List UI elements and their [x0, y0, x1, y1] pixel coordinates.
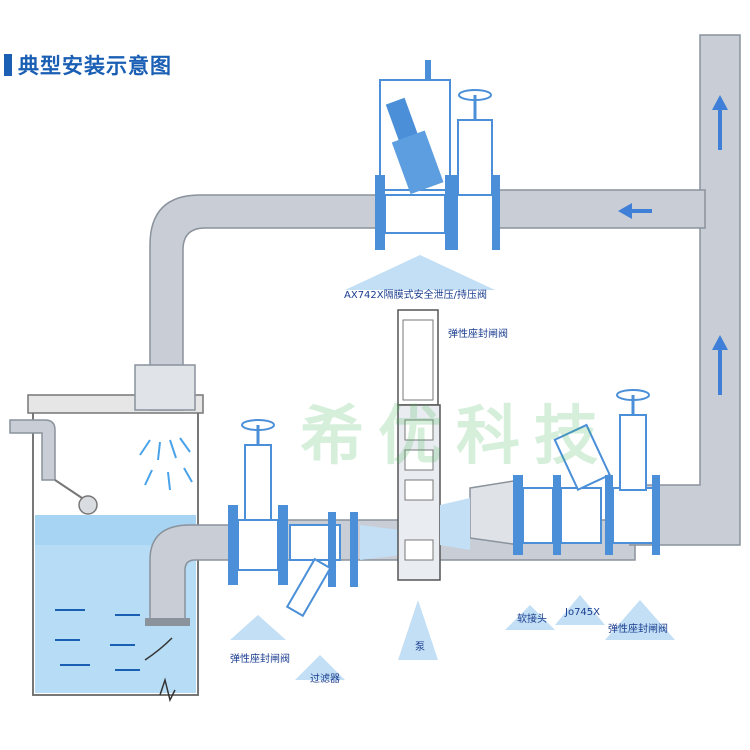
label-safety-valve: AX742X隔膜式安全泄压/持压阀	[344, 290, 487, 301]
watermark: 希优科技	[300, 400, 612, 474]
break-mark	[159, 677, 176, 703]
return-pipe	[134, 194, 381, 411]
label-gate-valve-left: 弹性座封闸阀	[230, 654, 290, 665]
soft-joint	[505, 475, 555, 630]
label-check-valve: Jo745X	[565, 607, 601, 618]
check-valve	[553, 423, 612, 625]
inlet-pipe	[9, 419, 98, 515]
gate-valve-left	[228, 419, 288, 640]
label-gate-valve-right: 弹性座封闸阀	[608, 624, 668, 635]
label-soft-joint: 软接头	[517, 614, 547, 625]
main-pipe-lower	[234, 34, 741, 561]
gate-valve-right	[605, 389, 675, 640]
safety-valve-base	[345, 255, 495, 290]
safety-valve	[375, 60, 455, 250]
label-pump: 泵	[415, 642, 425, 653]
label-strainer: 过滤器	[310, 674, 340, 685]
flow-curve-icon	[144, 637, 173, 661]
main-pipe-upper	[494, 189, 706, 229]
flow-arrows	[618, 95, 728, 395]
gate-valve-top	[450, 89, 500, 250]
strainer	[285, 512, 358, 680]
diagram-title: 典型安装示意图	[18, 54, 172, 78]
water-splash	[139, 437, 193, 491]
pump	[360, 309, 470, 660]
title-block: 典型安装示意图	[4, 50, 172, 80]
title-marker	[4, 54, 12, 76]
label-gate-valve-top: 弹性座封闸阀	[448, 329, 508, 340]
